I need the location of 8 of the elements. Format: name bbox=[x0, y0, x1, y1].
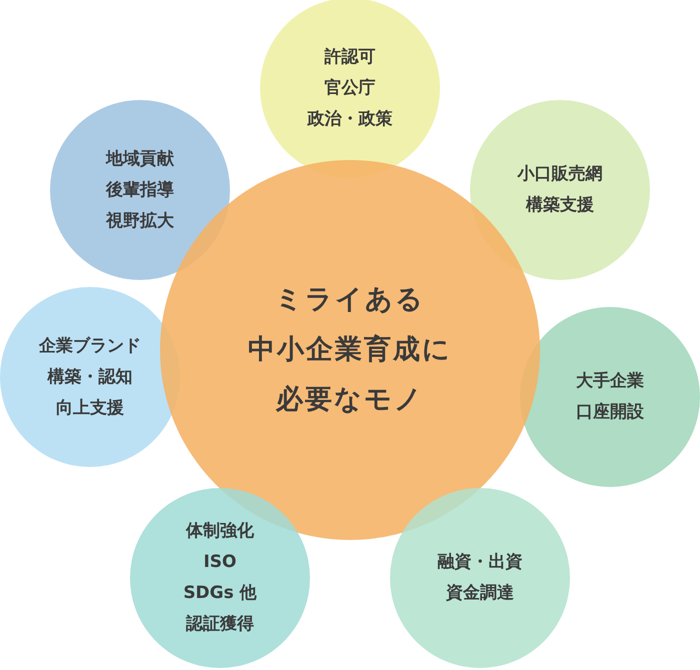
topic-label: 小口販売網構築支援 bbox=[518, 163, 602, 217]
topic-label: 融資・出資資金調達 bbox=[438, 551, 522, 605]
topic-label: 企業ブランド構築・認知向上支援 bbox=[39, 334, 141, 420]
topic-label: 大手企業口座開設 bbox=[576, 370, 644, 424]
topic-label: 許認可官公庁政治・政策 bbox=[308, 46, 392, 130]
topic-label: 地域貢献後輩指導視野拡大 bbox=[106, 148, 174, 232]
topic-label: 体制強化ISO SDGs 他認証獲得 bbox=[183, 520, 257, 636]
center-title: ミライある中小企業育成に必要なモノ bbox=[248, 283, 452, 417]
